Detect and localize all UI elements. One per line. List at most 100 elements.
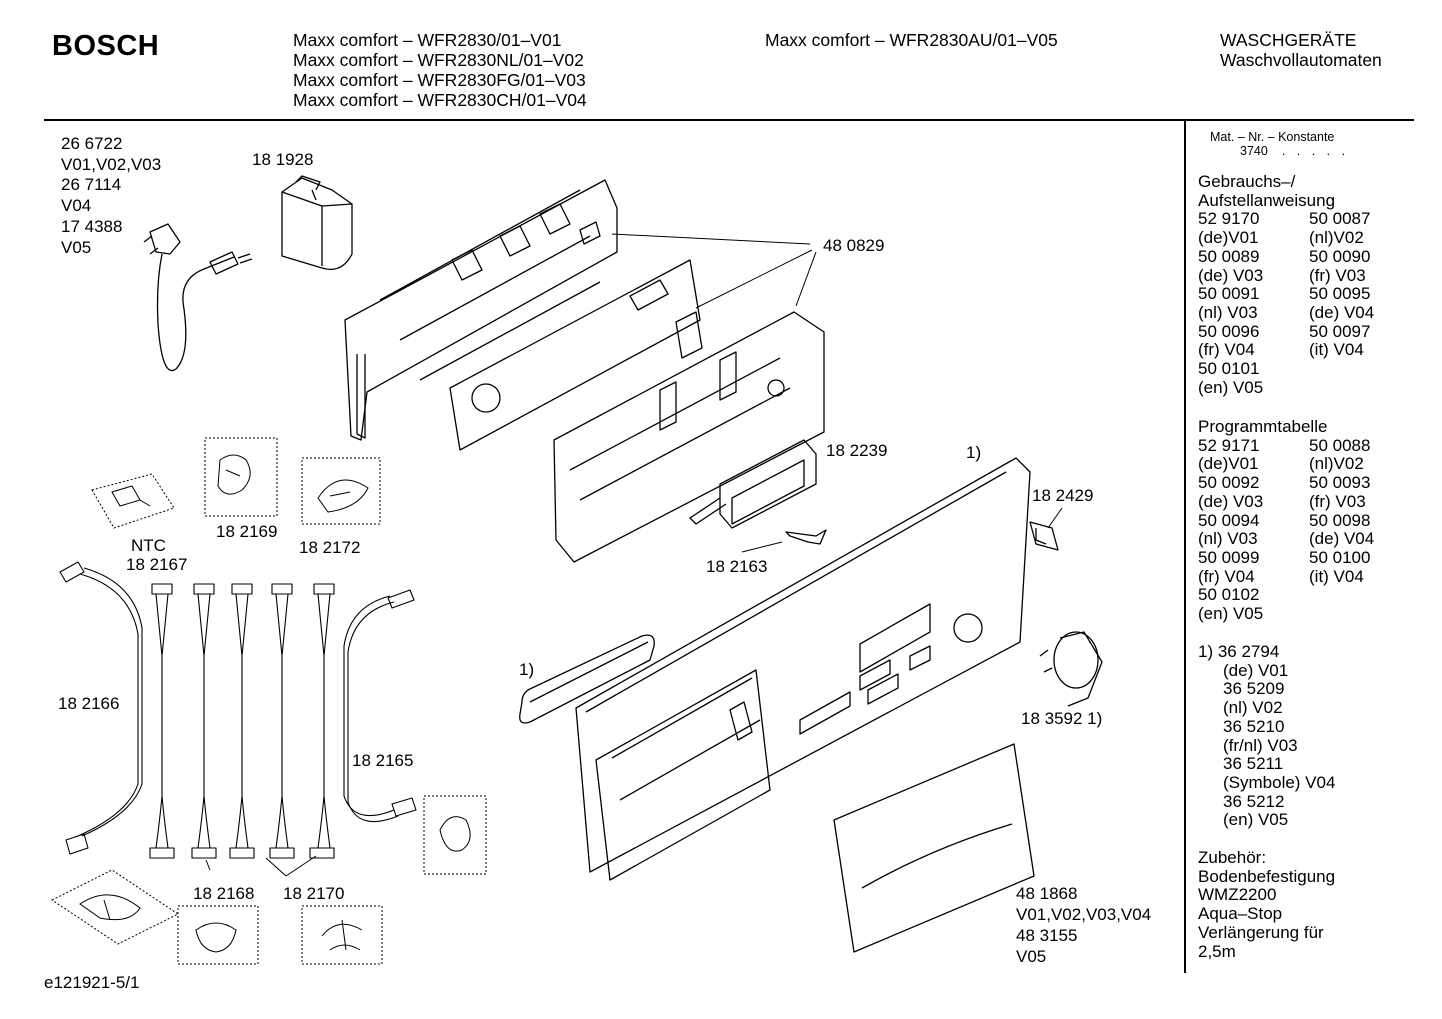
knob-illustration bbox=[1039, 631, 1103, 707]
manual-cell: (de) V04 bbox=[1309, 302, 1375, 322]
model-line: Maxx comfort – WFR2830NL/01–V02 bbox=[293, 50, 584, 70]
model-line: Maxx comfort – WFR2830FG/01–V03 bbox=[293, 70, 586, 90]
manual-block: Gebrauchs–/ Aufstellanweisung 52 9170 50 … bbox=[1198, 172, 1399, 397]
control-panel-illustration bbox=[575, 457, 1031, 881]
accessories-block: Zubehör: Bodenbefestigung WMZ2200 Aqua–S… bbox=[1198, 848, 1336, 961]
harness-c-label: 18 2168 bbox=[193, 884, 255, 903]
manual-cell: (de) V03 bbox=[1198, 265, 1264, 285]
accessory-line: Aqua–Stop bbox=[1198, 904, 1283, 924]
accessory-line: WMZ2200 bbox=[1198, 885, 1277, 905]
models-col2: Maxx comfort – WFR2830AU/01–V05 bbox=[765, 30, 1058, 50]
bracket-illustration bbox=[1029, 521, 1059, 551]
manual-cell: 50 0096 bbox=[1198, 321, 1260, 341]
display-cover-illustration bbox=[689, 439, 817, 529]
mat-value: 3740 bbox=[1240, 144, 1268, 158]
manual-cell: (en) V05 bbox=[1198, 377, 1264, 397]
program-cell: 50 0092 bbox=[1198, 473, 1260, 493]
manual-cell: (nl) V03 bbox=[1198, 302, 1258, 322]
program-cell: 50 0094 bbox=[1198, 510, 1260, 530]
footnote-line: 36 5211 bbox=[1223, 754, 1284, 774]
category-subtitle: Waschvollautomaten bbox=[1220, 50, 1382, 70]
drawer-handle-label: 48 1868 V01,V02,V03,V04 48 3155 V05 bbox=[1016, 883, 1151, 967]
power-cord-label: 26 6722 V01,V02,V03 26 7114 V04 17 4388 … bbox=[61, 134, 161, 258]
power-cord-illustration bbox=[143, 223, 253, 372]
program-cell bbox=[1309, 586, 1399, 605]
ntc-code-label: 18 2167 bbox=[126, 555, 188, 574]
manual-cell: 50 0097 bbox=[1309, 321, 1371, 341]
wire-harnesses bbox=[59, 561, 417, 859]
ref-box-5 bbox=[177, 905, 259, 965]
mat-title: Mat. – Nr. – Konstante bbox=[1210, 130, 1335, 144]
control-module-label: 48 0829 bbox=[823, 236, 885, 255]
harness-a-label: 18 2169 bbox=[216, 522, 278, 541]
program-cell: (it) V04 bbox=[1309, 566, 1364, 586]
mat-block: Mat. – Nr. – Konstante 3740 . . . . . bbox=[1210, 130, 1349, 158]
bracket-label: 18 2429 bbox=[1032, 486, 1094, 505]
model-line: Maxx comfort – WFR2830AU/01–V05 bbox=[765, 30, 1058, 50]
manual-cell: 50 0091 bbox=[1198, 284, 1260, 304]
manual-cell: 52 9170 bbox=[1198, 209, 1260, 229]
program-cell: (en) V05 bbox=[1198, 604, 1264, 624]
variant-note: V04 bbox=[61, 196, 92, 216]
footnote-line: (de) V01 bbox=[1223, 660, 1289, 680]
manual-table: 52 9170 50 0087 (de)V01 (nl)V02 50 0089 50 … bbox=[1198, 210, 1399, 397]
part-number: 48 3155 bbox=[1016, 926, 1078, 945]
brand-logo: BOSCH bbox=[52, 30, 160, 62]
mat-dots: . . . . . bbox=[1281, 144, 1350, 158]
pin-label: 18 2163 bbox=[706, 557, 768, 576]
program-title: Programmtabelle bbox=[1198, 417, 1328, 436]
accessories-title: Zubehör: bbox=[1198, 848, 1267, 867]
mat-value-row: 3740 . . . . . bbox=[1210, 144, 1349, 158]
manual-cell: 50 0090 bbox=[1309, 246, 1371, 266]
filter-label: 18 1928 bbox=[252, 150, 314, 169]
display-cover-label: 18 2239 bbox=[826, 441, 888, 460]
sidebar-divider bbox=[1184, 121, 1186, 973]
panel-footnote-mark: 1) bbox=[966, 443, 982, 462]
manual-cell: 50 0087 bbox=[1309, 209, 1371, 229]
manual-cell: (nl)V02 bbox=[1309, 228, 1364, 248]
model-line: Maxx comfort – WFR2830/01–V01 bbox=[293, 30, 562, 50]
program-cell: 50 0099 bbox=[1198, 547, 1260, 567]
harness-d-label: 18 2170 bbox=[283, 884, 345, 903]
variant-note: V01,V02,V03,V04 bbox=[1016, 905, 1152, 924]
program-cell: 52 9171 bbox=[1198, 435, 1260, 455]
variant-note: V05 bbox=[1016, 947, 1047, 966]
program-cell: (de) V03 bbox=[1198, 491, 1264, 511]
ref-box-1 bbox=[204, 437, 278, 517]
ref-box-ntc bbox=[91, 473, 175, 529]
program-cell: (fr) V04 bbox=[1198, 566, 1255, 586]
accessory-line: Bodenbefestigung bbox=[1198, 866, 1336, 886]
footnote-line: 36 5212 bbox=[1223, 791, 1285, 811]
program-cell: 50 0102 bbox=[1198, 585, 1260, 605]
part-number: 48 1868 bbox=[1016, 884, 1078, 903]
manual-cell: (it) V04 bbox=[1309, 340, 1364, 360]
pin-illustration bbox=[785, 529, 827, 545]
seal-footnote-mark: 1) bbox=[519, 660, 535, 679]
manual-cell: 50 0101 bbox=[1198, 359, 1260, 379]
control-module-illustration bbox=[344, 179, 825, 563]
manual-cell bbox=[1309, 360, 1399, 379]
footnote-line: 36 5210 bbox=[1223, 716, 1285, 736]
manual-cell: (de)V01 bbox=[1198, 228, 1259, 248]
manual-title: Aufstellanweisung bbox=[1198, 190, 1336, 210]
variant-note: V01,V02,V03 bbox=[61, 154, 162, 174]
footnote-line: (en) V05 bbox=[1223, 810, 1289, 830]
manual-cell bbox=[1309, 379, 1399, 398]
manual-cell: 50 0089 bbox=[1198, 246, 1260, 266]
model-line: Maxx comfort – WFR2830CH/01–V04 bbox=[293, 90, 587, 110]
harness-right-label: 18 2165 bbox=[352, 751, 414, 770]
knob-label: 18 3592 1) bbox=[1021, 709, 1103, 728]
category-title: WASCHGERÄTE bbox=[1220, 30, 1357, 50]
part-number: 26 6722 bbox=[61, 134, 123, 153]
ref-box-6 bbox=[301, 905, 383, 965]
manual-title: Gebrauchs–/ bbox=[1198, 172, 1296, 191]
interference-filter-illustration bbox=[281, 175, 353, 271]
program-cell: (fr) V03 bbox=[1309, 491, 1366, 511]
footnote-line: 1) 36 2794 bbox=[1198, 642, 1280, 661]
program-cell: (nl) V03 bbox=[1198, 529, 1258, 549]
footnote-block: 1) 36 2794 (de) V01 36 5209 (nl) V02 36 … bbox=[1198, 642, 1335, 830]
ntc-label: NTC bbox=[131, 536, 166, 555]
